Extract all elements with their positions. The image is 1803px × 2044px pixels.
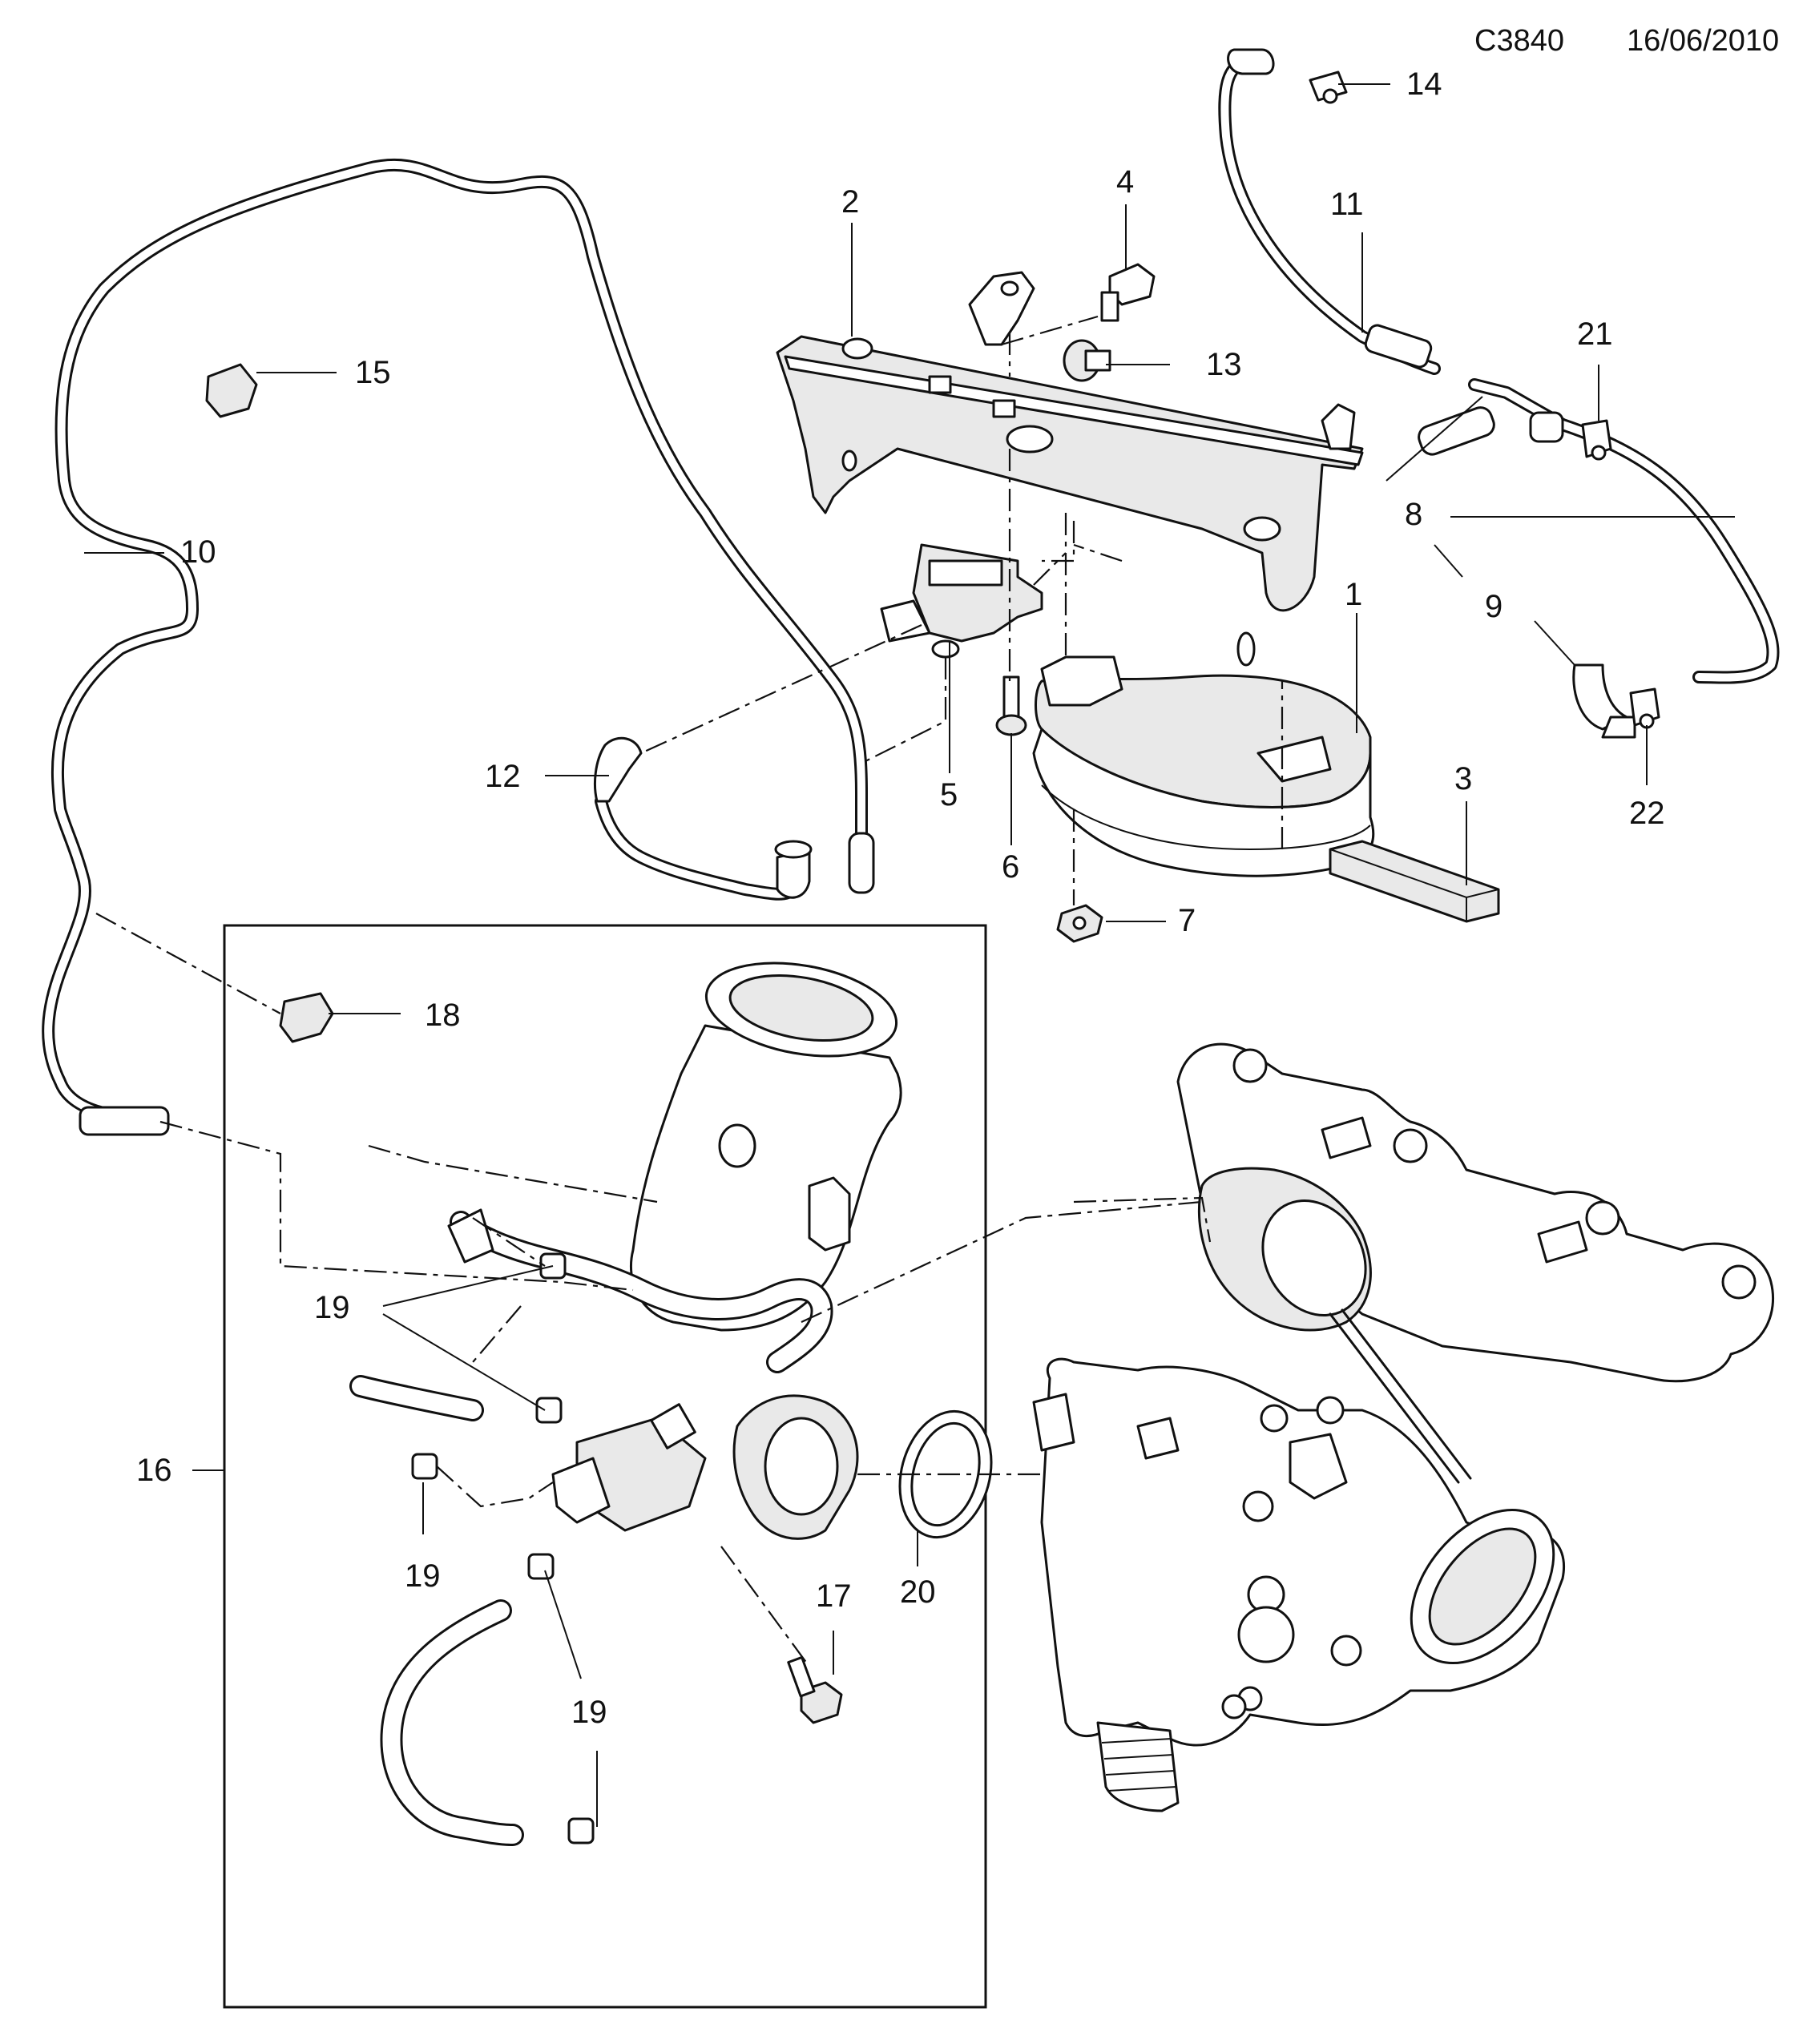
cap-15 xyxy=(205,363,258,418)
callout-labels: 1 2 3 4 5 6 7 8 9 10 11 12 13 14 15 16 1… xyxy=(136,67,1665,1730)
callout-22: 22 xyxy=(1629,796,1665,831)
hose-12 xyxy=(593,736,813,901)
bolt-4 xyxy=(1100,263,1156,322)
vacuum-pipe-11 xyxy=(1218,48,1441,375)
vacuum-pipe-8 xyxy=(1418,378,1780,739)
clamp-14 xyxy=(1309,71,1348,104)
solenoid-valve-5 xyxy=(880,543,1043,659)
intake-pipe xyxy=(629,962,902,1332)
connection-lines xyxy=(95,315,1284,1667)
callout-19b: 19 xyxy=(405,1558,441,1594)
callout-1: 1 xyxy=(1345,577,1362,612)
vacuum-pipe-10 xyxy=(42,158,875,1136)
callout-15: 15 xyxy=(355,355,391,390)
callout-5: 5 xyxy=(940,777,958,812)
callout-8: 8 xyxy=(1405,497,1422,532)
clip-13 xyxy=(1063,339,1111,382)
callout-2: 2 xyxy=(841,184,859,220)
clamp-21 xyxy=(1581,419,1612,461)
callout-7: 7 xyxy=(1178,903,1196,938)
lower-hose xyxy=(380,1599,524,1846)
clamp-19-bottom xyxy=(567,1817,595,1844)
callout-6: 6 xyxy=(1002,849,1019,885)
callout-12: 12 xyxy=(485,759,521,794)
callout-20: 20 xyxy=(900,1574,936,1610)
callout-13: 13 xyxy=(1206,347,1242,382)
diagram-date: 16/06/2010 xyxy=(1627,24,1780,58)
callout-3: 3 xyxy=(1454,761,1472,796)
small-hose xyxy=(349,1375,484,1421)
callout-9: 9 xyxy=(1485,589,1502,624)
cap-18 xyxy=(279,992,334,1043)
bolt-17 xyxy=(787,1655,843,1724)
clamp-19-lower xyxy=(527,1553,555,1580)
callout-18: 18 xyxy=(425,998,461,1033)
clamp-19-middle xyxy=(535,1397,563,1424)
callout-16: 16 xyxy=(136,1453,172,1488)
callout-14: 14 xyxy=(1406,67,1442,102)
clamp-22 xyxy=(1629,687,1660,729)
callout-17: 17 xyxy=(816,1578,852,1614)
callout-10: 10 xyxy=(180,534,216,570)
turbocharger xyxy=(1032,1042,1775,1812)
callout-4: 4 xyxy=(1116,164,1134,200)
callout-19c: 19 xyxy=(571,1695,607,1730)
bracket-2 xyxy=(776,271,1364,667)
callout-11: 11 xyxy=(1330,187,1364,222)
nut-7 xyxy=(1056,904,1103,943)
foam-strip-3 xyxy=(1329,840,1500,923)
leader-lines xyxy=(84,83,1735,1827)
clamp-19-left xyxy=(411,1453,438,1480)
vacuum-canister-1 xyxy=(1032,655,1375,877)
outlet-flange xyxy=(732,1394,859,1540)
boost-solenoid xyxy=(551,1403,707,1532)
screw-6 xyxy=(995,675,1027,736)
callout-19a: 19 xyxy=(314,1290,350,1325)
diagram-code: C3840 xyxy=(1474,24,1564,58)
callout-21: 21 xyxy=(1577,316,1613,352)
